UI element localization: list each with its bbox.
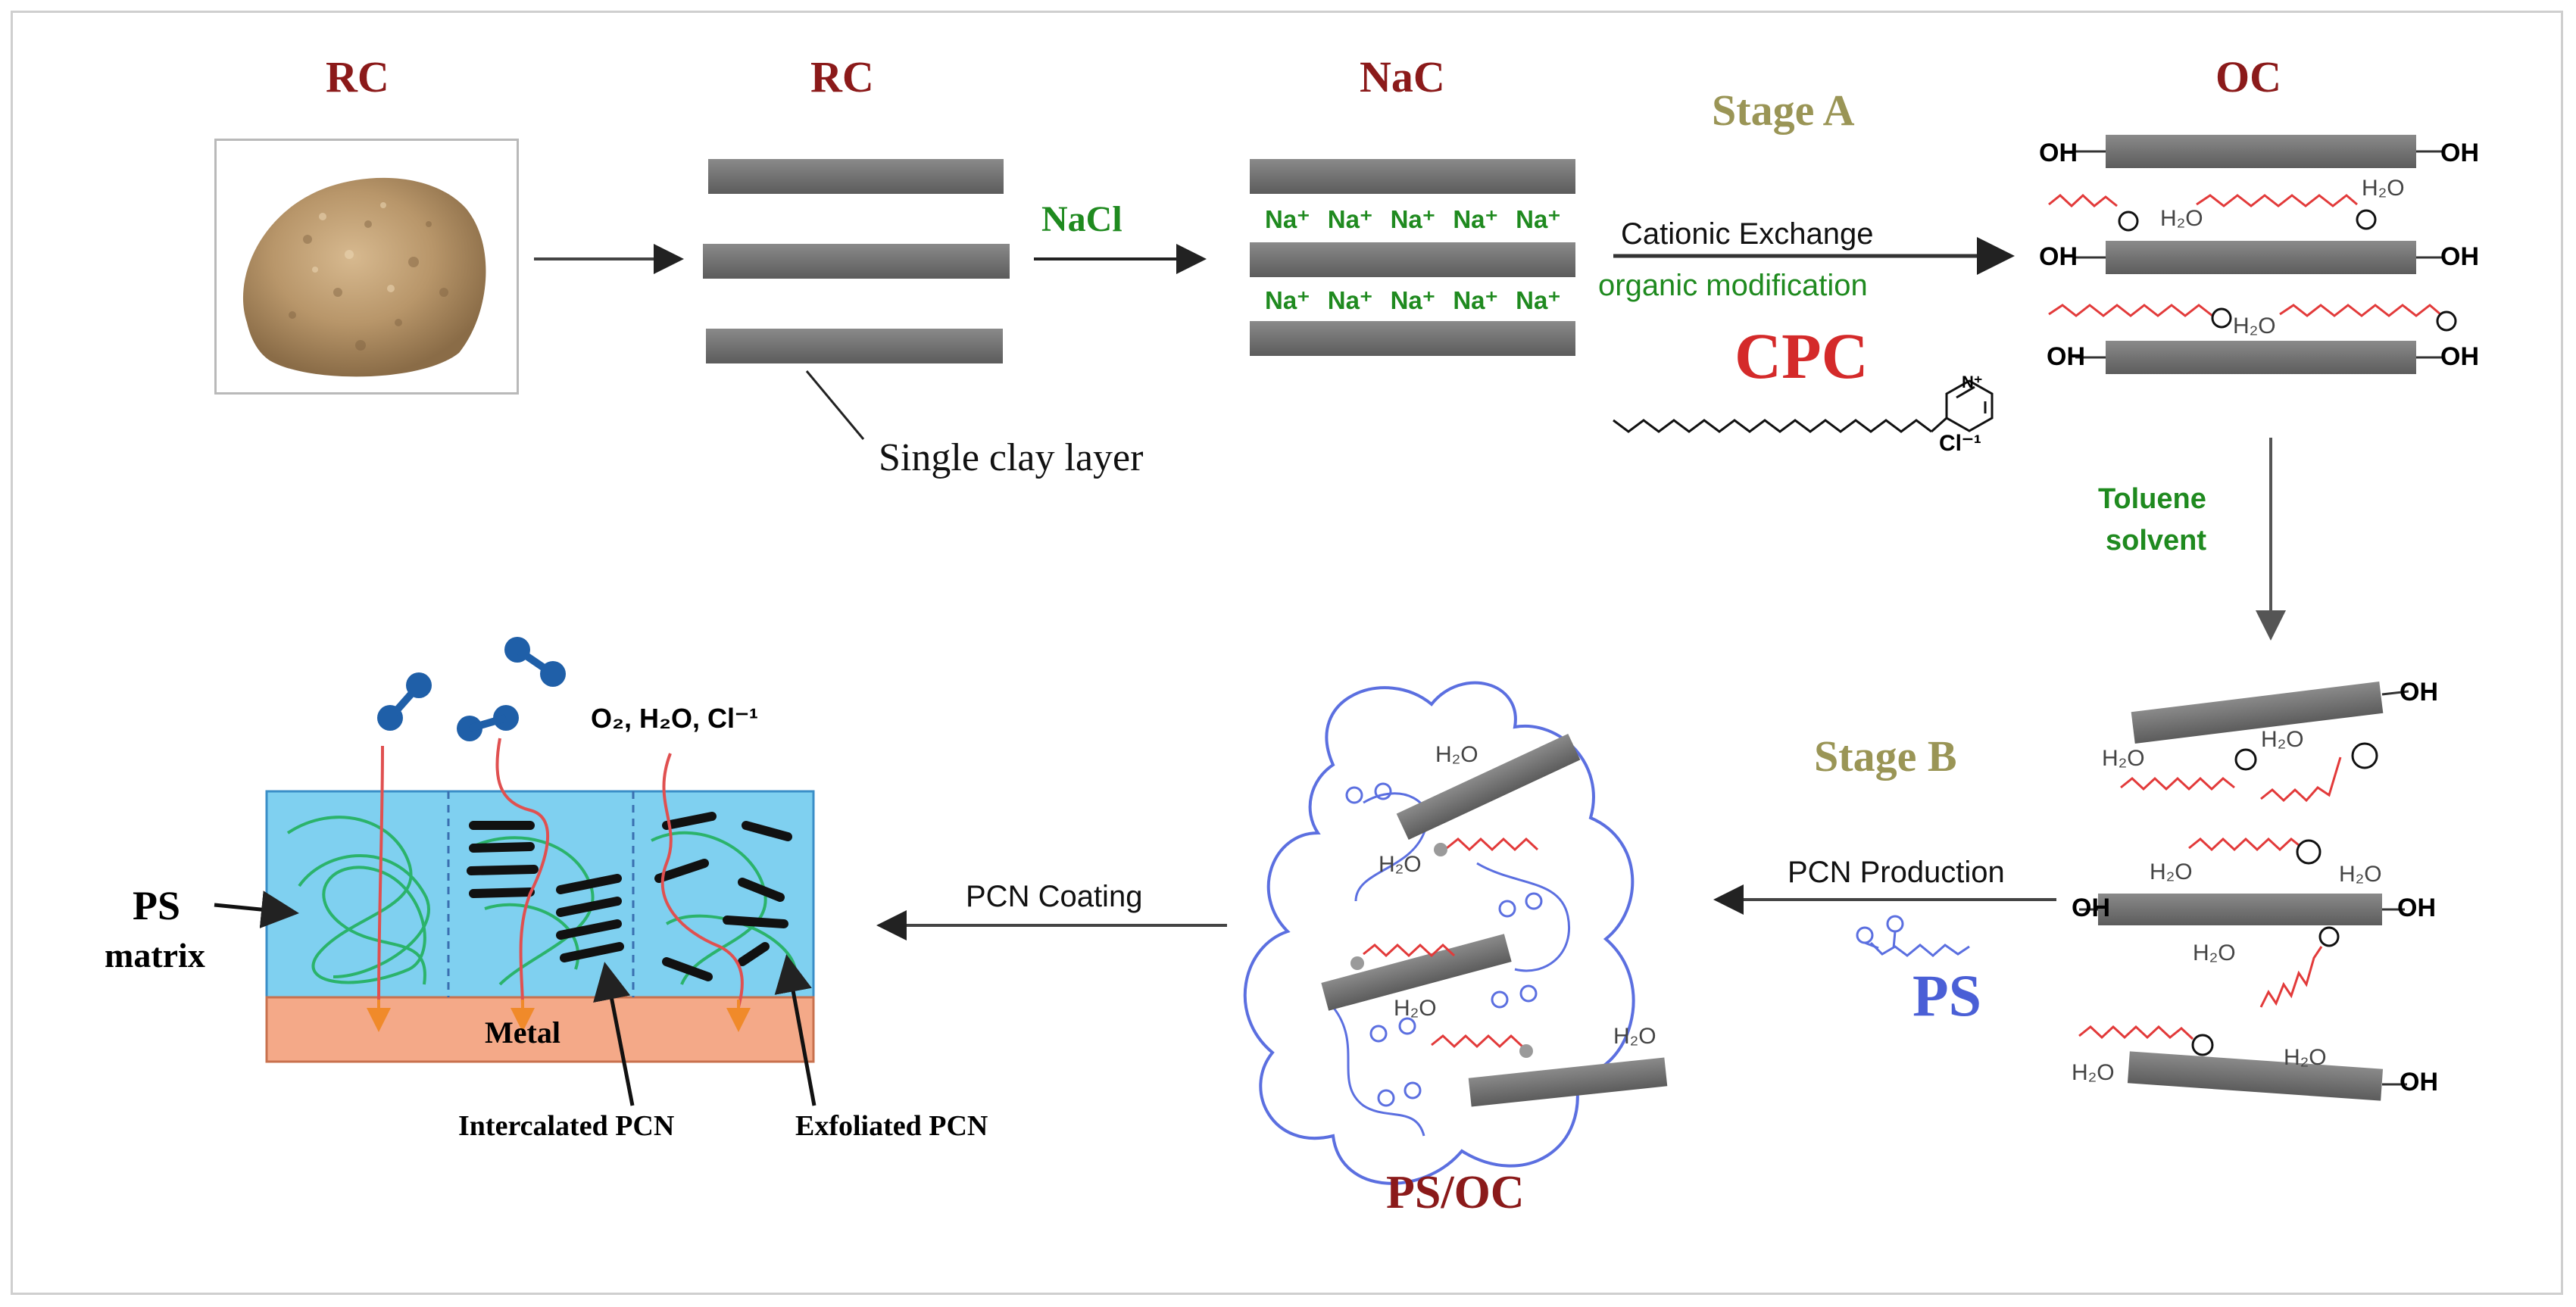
ps-matrix-pointer	[214, 891, 299, 928]
ps-oc-title: PS/OC	[1386, 1167, 1525, 1218]
ps-matrix-label-1: PS	[133, 883, 181, 928]
na-ion: Na⁺	[1516, 205, 1561, 233]
rc-layers-title: RC	[810, 52, 874, 101]
nac-title: NaC	[1360, 52, 1445, 101]
rc-photo-title: RC	[326, 52, 389, 101]
coated-metal-panel	[265, 738, 815, 1063]
nacl-label: NaCl	[1041, 199, 1123, 239]
na-ion: Na⁺	[1265, 205, 1310, 233]
ps-label: PS	[1912, 962, 1982, 1028]
ps-polymer-glyph	[1856, 915, 1970, 957]
na-ions-row-1: Na⁺ Na⁺ Na⁺ Na⁺ Na⁺	[1265, 204, 1561, 234]
clay-powder-image	[242, 177, 486, 377]
oh-label: OH	[2397, 894, 2436, 922]
oxygen-molecule-icons	[377, 637, 566, 741]
cpc-nitrogen: N⁺	[1962, 373, 1983, 391]
h2o-label: H₂O	[2072, 1060, 2115, 1085]
na-ion: Na⁺	[1390, 286, 1436, 314]
intercalated-pointer	[593, 962, 635, 1106]
h2o-label: H₂O	[2339, 862, 2382, 887]
cpc-molecule	[1613, 379, 1994, 433]
metal-label: Metal	[485, 1015, 560, 1050]
h2o-label: H₂O	[2362, 176, 2405, 201]
h2o-label: H₂O	[2193, 940, 2236, 965]
stage-b-label: Stage B	[1814, 731, 1957, 781]
raw-clay-photo	[214, 139, 519, 395]
figure-frame	[11, 11, 2563, 1295]
stage-b-chains	[2078, 756, 2342, 1040]
oh-label: OH	[2039, 242, 2078, 271]
h2o-label: H₂O	[1613, 1024, 1656, 1049]
oh-label: OH	[2400, 678, 2438, 707]
oc-head-groups	[2118, 209, 2457, 332]
pcn-production-label: PCN Production	[1788, 856, 2005, 889]
cationic-exchange-label: Cationic Exchange	[1621, 217, 1874, 251]
stage-a-label: Stage A	[1712, 86, 1855, 135]
rc-clay-layers	[703, 159, 1010, 363]
exfoliated-pcn-label: Exfoliated PCN	[795, 1110, 988, 1142]
oh-label: OH	[2440, 242, 2479, 271]
oh-label: OH	[2440, 342, 2479, 371]
na-ion: Na⁺	[1327, 205, 1373, 233]
oh-label: OH	[2039, 139, 2078, 167]
na-ion: Na⁺	[1453, 205, 1498, 233]
na-ion: Na⁺	[1327, 286, 1373, 314]
organic-modification-label: organic modification	[1598, 269, 1868, 302]
single-clay-layer-pointer	[805, 370, 865, 440]
ps-oc-composite	[1243, 681, 1668, 1185]
corrosive-species-label: O₂, H₂O, Cl⁻¹	[591, 703, 758, 734]
h2o-label: H₂O	[1435, 742, 1478, 767]
h2o-label: H₂O	[2102, 746, 2145, 771]
h2o-label: H₂O	[2261, 727, 2304, 752]
na-ion: Na⁺	[1516, 286, 1561, 314]
pcn-coating-label: PCN Coating	[966, 880, 1143, 913]
cpc-counterion: Cl⁻¹	[1939, 431, 1981, 456]
na-ions-row-2: Na⁺ Na⁺ Na⁺ Na⁺ Na⁺	[1265, 285, 1561, 315]
h2o-label: H₂O	[1394, 996, 1437, 1021]
h2o-label: H₂O	[2284, 1045, 2327, 1070]
toluene-label-1: Toluene	[2098, 483, 2206, 515]
cpc-label: CPC	[1735, 320, 1869, 392]
h2o-label: H₂O	[2150, 859, 2193, 884]
na-ion: Na⁺	[1390, 205, 1436, 233]
h2o-label: H₂O	[1379, 852, 1422, 877]
oc-surfactant-chains	[2048, 193, 2441, 317]
ps-matrix-label-2: matrix	[105, 936, 205, 975]
h2o-label: H₂O	[2160, 206, 2203, 231]
na-ion: Na⁺	[1453, 286, 1498, 314]
toluene-label-2: solvent	[2106, 525, 2207, 557]
oh-label: OH	[2047, 342, 2085, 371]
stage-b-heads	[2191, 742, 2378, 1056]
single-clay-layer-label: Single clay layer	[879, 436, 1144, 479]
intercalated-pcn-label: Intercalated PCN	[458, 1110, 675, 1142]
oh-label: OH	[2400, 1068, 2438, 1096]
stage-b-clay-layers	[2079, 682, 2409, 1101]
nac-clay-layers	[1250, 159, 1575, 356]
na-ion: Na⁺	[1265, 286, 1310, 314]
oh-label: OH	[2072, 894, 2110, 922]
h2o-label: H₂O	[2233, 313, 2276, 338]
oh-label: OH	[2440, 139, 2479, 167]
oc-title: OC	[2215, 52, 2281, 101]
exfoliated-pointer	[774, 954, 817, 1106]
oc-clay-layers	[2075, 135, 2443, 374]
